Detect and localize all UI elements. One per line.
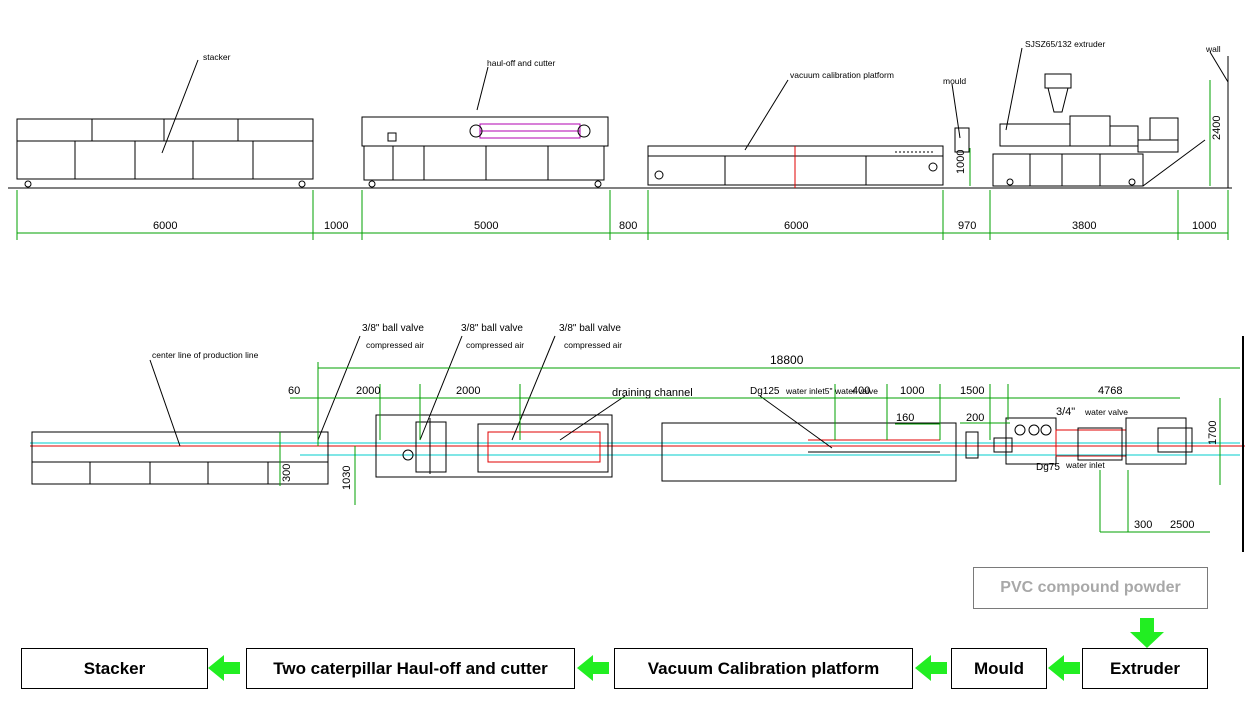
arrow-left-icon (577, 655, 609, 681)
arrow-left-icon (208, 655, 240, 681)
label-draining: draining channel (612, 387, 693, 399)
haul-off-elevation (361, 116, 609, 188)
label-valve-1: 3/8" ball valve (362, 323, 424, 334)
haul-off-plan (375, 414, 613, 478)
label-air-2: compressed air (466, 340, 524, 350)
dim-300: 300 (1134, 519, 1152, 531)
label-valve-2: 3/8" ball valve (461, 323, 523, 334)
stacker-elevation (16, 118, 314, 188)
dim-1700: 1700 (1207, 421, 1219, 445)
label-water-valve: water valve (834, 386, 878, 396)
label-water-inlet: water inlet5" (785, 386, 832, 396)
label-air-3: compressed air (564, 340, 622, 350)
dim-970: 970 (958, 220, 976, 232)
side-view (8, 47, 1232, 240)
arrow-left-icon (915, 655, 947, 681)
flow-step-label: Two caterpillar Haul-off and cutter (273, 658, 548, 678)
flow-step-label: Mould (973, 658, 1025, 678)
flow-input-label: PVC compound powder (1000, 579, 1181, 596)
flow-step-label: Vacuum Calibration platform (647, 658, 880, 678)
label-vacuum: vacuum calibration platform (790, 70, 894, 80)
label-extruder: SJSZ65/132 extruder (1025, 39, 1105, 49)
dim-1000a: 1000 (324, 220, 348, 232)
extruder-elevation (954, 51, 1229, 188)
label-center-line: center line of production line (152, 350, 259, 360)
flow-step-vacuum: Vacuum Calibration platform (614, 648, 913, 689)
dim-5000: 5000 (474, 220, 498, 232)
dim-800: 800 (619, 220, 637, 232)
dim-2400: 2400 (1211, 116, 1223, 140)
plan-view (30, 335, 1245, 552)
flow-step-label: Extruder (1110, 658, 1180, 678)
dim-1000b: 1000 (1192, 220, 1216, 232)
vacuum-elevation (647, 145, 944, 188)
label-dg75: Dg75 (1036, 462, 1060, 473)
label-dg125: Dg125 (750, 386, 780, 397)
dim-160: 160 (896, 412, 914, 424)
label-water-inlet-2: water inlet (1065, 460, 1105, 470)
flow-step-mould: Mould (951, 648, 1047, 689)
dim-2500: 2500 (1170, 519, 1194, 531)
arrow-left-icon (1048, 655, 1080, 681)
flow-step-haul-off: Two caterpillar Haul-off and cutter (246, 648, 575, 689)
dim-total: 18800 (770, 353, 804, 367)
side-view-labels: stacker haul-off and cutter vacuum calib… (153, 39, 1223, 232)
dim-3800: 3800 (1072, 220, 1096, 232)
dim-4768: 4768 (1098, 385, 1122, 397)
label-mould: mould (943, 76, 966, 86)
dim-400: 400 (852, 385, 870, 397)
flow-step-label: Stacker (83, 658, 146, 678)
label-air-1: compressed air (366, 340, 424, 350)
label-wall: wall (1205, 44, 1221, 54)
extruder-plan (965, 417, 1193, 465)
arrow-down-icon (1130, 618, 1164, 648)
label-water-valve-2: water valve (1084, 407, 1128, 417)
dim-2000b: 2000 (456, 385, 480, 397)
dim-1500: 1500 (960, 385, 984, 397)
dim-60: 60 (288, 385, 300, 397)
dim-300v: 300 (281, 464, 293, 482)
dim-2000a: 2000 (356, 385, 380, 397)
plan-view-labels: center line of production line 3/8" ball… (152, 323, 1219, 531)
dim-200: 200 (966, 412, 984, 424)
label-haul-off: haul-off and cutter (487, 58, 556, 68)
label-valve-3: 3/8" ball valve (559, 323, 621, 334)
process-line-drawing: stacker haul-off and cutter vacuum calib… (8, 39, 1245, 552)
dim-1030: 1030 (341, 466, 353, 490)
dim-1000: 1000 (900, 385, 924, 397)
vacuum-plan (661, 422, 957, 482)
stacker-plan (31, 431, 329, 485)
dim-6000a: 6000 (153, 220, 177, 232)
dim-6000b: 6000 (784, 220, 808, 232)
flow-step-extruder: Extruder (1082, 648, 1208, 689)
flow-input-box: PVC compound powder (973, 567, 1208, 609)
flow-step-stacker: Stacker (21, 648, 208, 689)
dim-center-height: 1000 (955, 150, 967, 174)
label-stacker: stacker (203, 52, 231, 62)
label-valve-34: 3/4" (1056, 406, 1075, 418)
